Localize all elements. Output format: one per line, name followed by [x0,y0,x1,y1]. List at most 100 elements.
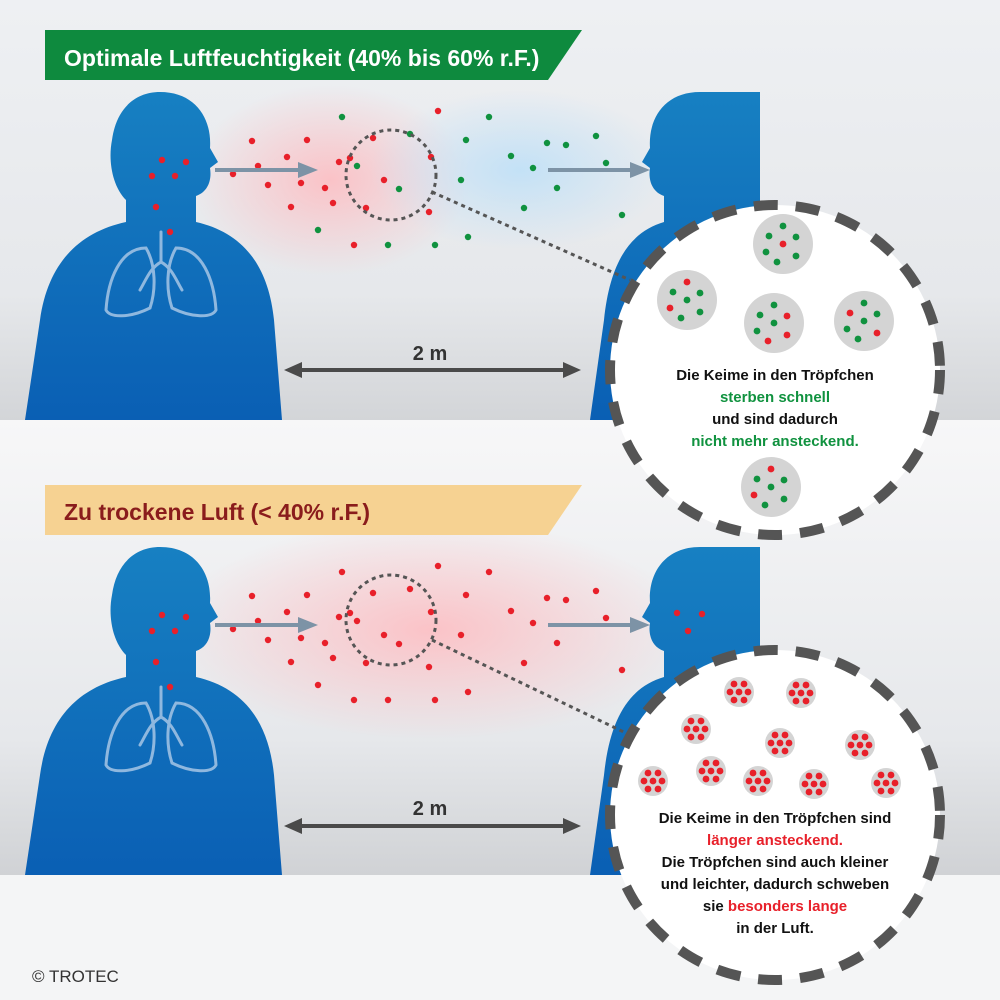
germ-red [802,681,810,689]
germ-red [303,136,311,144]
germ-red [712,775,720,783]
germ-red [287,203,295,211]
germ-red [152,203,160,211]
magnified-caption: Die Keime in den Tröpfchen sind länger a… [659,810,892,937]
germ-red [887,771,895,779]
germ-red [362,659,370,667]
germ-red [329,654,337,662]
germ-red [384,696,392,704]
caption-line: in der Luft. [736,920,814,937]
germ-inactive-green [843,325,851,333]
germ-red [553,639,561,647]
germ-red [158,611,166,619]
germ-red [427,608,435,616]
germ-inactive-green [765,232,773,240]
germ-red [730,680,738,688]
germ-red [314,681,322,689]
germ-red [856,741,864,749]
germ-red [649,777,657,785]
germ-red [182,158,190,166]
germ-red [338,568,346,576]
germ-red [805,772,813,780]
germ-red [754,777,762,785]
humid-air-cloud [370,90,670,250]
caption-line: und leichter, dadurch schweben [661,876,889,893]
germ-inactive-green [485,113,493,121]
germ-red [148,172,156,180]
germ-inactive-green [860,299,868,307]
germ-red [730,696,738,704]
dry-air-banner [45,485,582,535]
germ-inactive-green [520,204,528,212]
germ-red [644,769,652,777]
zoom-focus-circle [344,573,438,667]
germ-red [350,241,358,249]
germ-inactive-green [696,289,704,297]
germ-red [805,788,813,796]
germ-red [229,170,237,178]
germ-red [792,681,800,689]
germ-inactive-green [395,185,403,193]
germ-red [335,158,343,166]
germ-red [750,491,758,499]
germ-red [543,594,551,602]
caption-highlight: nicht mehr ansteckend. [691,433,859,450]
germ-red [457,631,465,639]
germ-red [767,739,775,747]
germ-red [666,304,674,312]
germ-red [702,759,710,767]
germ-inactive-green [529,164,537,172]
germ-red [640,777,648,785]
germ-red [264,636,272,644]
germ-red [152,658,160,666]
germ-red [264,181,272,189]
germ-red [771,731,779,739]
germ-red [712,759,720,767]
germ-red [749,785,757,793]
humidity-banner [45,30,582,80]
germ-red [658,777,666,785]
germ-red [335,613,343,621]
germ-red [846,309,854,317]
germ-red [507,607,515,615]
red-aerosol-cloud-dry [170,520,690,740]
germ-red [759,785,767,793]
caption-line: Die Keime in den Tröpfchen sind [659,810,892,827]
germ-inactive-green [792,233,800,241]
germ-inactive-green [854,335,862,343]
germ-red [380,631,388,639]
germ-red [744,688,752,696]
germ-red [698,767,706,775]
germ-inactive-green [767,483,775,491]
germ-inactive-green [753,475,761,483]
germ-red [783,312,791,320]
germ-inactive-green [457,176,465,184]
germ-red [698,610,706,618]
germ-red [425,663,433,671]
distance-arrow-icon [284,362,581,378]
germ-red [644,785,652,793]
germ-red [882,779,890,787]
germ-red [776,739,784,747]
droplets-bottom [148,562,706,704]
germ-inactive-green [792,252,800,260]
germ-red [485,568,493,576]
germ-red [887,787,895,795]
dry-air-banner-title: Zu trockene Luft (< 40% r.F.) [64,499,370,525]
germ-red [740,696,748,704]
germ-red [745,777,753,785]
germ-inactive-green [543,139,551,147]
germ-red [815,772,823,780]
germ-red [801,780,809,788]
germ-red [321,184,329,192]
droplets-top [148,107,626,249]
germ-red [171,172,179,180]
germ-red [763,777,771,785]
germ-red [321,639,329,647]
germ-inactive-green [618,211,626,219]
germ-red [726,688,734,696]
germ-red [462,591,470,599]
germ-red [369,589,377,597]
copyright: © TROTEC [32,967,119,986]
distance-label: 2 m [413,343,447,365]
